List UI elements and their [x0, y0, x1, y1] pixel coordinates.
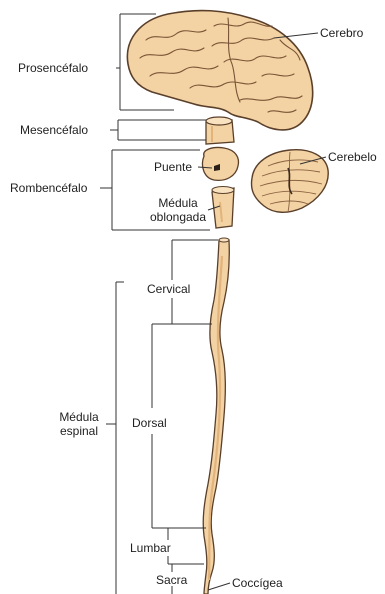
spinal-cord-illustration — [203, 238, 229, 594]
lumbar-label: Lumbar — [130, 541, 171, 555]
medula-espinal-label-line2: espinal — [52, 424, 106, 438]
cerebelo-label: Cerebelo — [328, 150, 377, 164]
cerebrum-illustration — [127, 11, 312, 130]
sacra-label: Sacra — [156, 573, 187, 587]
medula-oblongada-label: Médula oblongada — [146, 196, 210, 224]
pons-illustration — [202, 147, 238, 180]
rombencefalo-label: Rombencéfalo — [10, 181, 87, 195]
prosencefalo-label: Prosencéfalo — [18, 61, 88, 75]
cervical-label: Cervical — [147, 282, 190, 296]
medula-espinal-label-line1: Médula — [52, 410, 106, 424]
dorsal-label: Dorsal — [132, 416, 167, 430]
mesencefalo-label: Mesencéfalo — [20, 123, 88, 137]
midbrain-illustration — [206, 117, 234, 144]
coccigea-label: Coccígea — [232, 576, 283, 590]
medula-espinal-label: Médula espinal — [52, 410, 106, 438]
cerebro-label: Cerebro — [320, 26, 363, 40]
puente-label: Puente — [154, 160, 192, 174]
medula-oblongada-label-line1: Médula — [146, 196, 210, 210]
medula-oblongada-label-line2: oblongada — [146, 210, 210, 224]
